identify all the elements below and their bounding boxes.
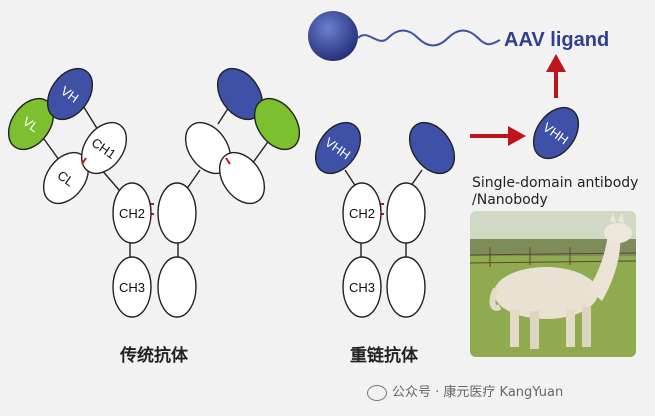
single-domain-caption: Single-domain antibody /Nanobody bbox=[472, 175, 638, 209]
conventional-antibody bbox=[7, 67, 301, 318]
single-domain-caption-line2: /Nanobody bbox=[472, 192, 548, 208]
aav-ligand-label: AAV ligand bbox=[504, 29, 609, 51]
label-ch2-conv: CH2 bbox=[119, 206, 145, 221]
domain-vl-right bbox=[253, 97, 301, 151]
label-ch2-hcab: CH2 bbox=[349, 206, 375, 221]
domain-hcab-ch3-right bbox=[386, 256, 426, 318]
single-domain-caption-line1: Single-domain antibody bbox=[472, 175, 639, 191]
domain-hcab-ch2-right bbox=[386, 182, 426, 244]
domain-hcab-ch3-left bbox=[342, 256, 382, 318]
domain-vh-left bbox=[46, 67, 94, 121]
domain-ch3-left bbox=[112, 256, 152, 318]
domain-hcab-ch2-left bbox=[342, 182, 382, 244]
watermark-text: 公众号 · 康元医疗 KangYuan bbox=[392, 385, 564, 400]
aav-particle-icon bbox=[308, 11, 358, 61]
label-ch3-conv: CH3 bbox=[119, 280, 145, 295]
domain-cl-right bbox=[218, 151, 266, 205]
watermark: 公众号 · 康元医疗 KangYuan bbox=[367, 381, 563, 401]
label-vl: VL bbox=[20, 114, 42, 135]
domain-ch2-left bbox=[112, 182, 152, 244]
domain-ch3-right bbox=[157, 256, 197, 318]
label-ch3-hcab: CH3 bbox=[349, 280, 375, 295]
domain-ch2-right bbox=[157, 182, 197, 244]
arrow-up-icon bbox=[546, 54, 566, 98]
domain-vhh-nanobody bbox=[532, 106, 580, 160]
heavy-chain-antibody bbox=[314, 121, 456, 318]
heavy-chain-antibody-label: 重链抗体 bbox=[350, 346, 418, 366]
llama-photo bbox=[470, 211, 636, 357]
domain-ch1-left bbox=[80, 121, 128, 175]
aav-linker-icon bbox=[357, 29, 501, 47]
arrow-right-icon bbox=[470, 126, 526, 146]
wechat-icon bbox=[367, 384, 387, 401]
domain-vhh-left bbox=[314, 121, 362, 175]
domain-vhh-right bbox=[408, 121, 456, 175]
conventional-antibody-label: 传统抗体 bbox=[120, 346, 188, 366]
